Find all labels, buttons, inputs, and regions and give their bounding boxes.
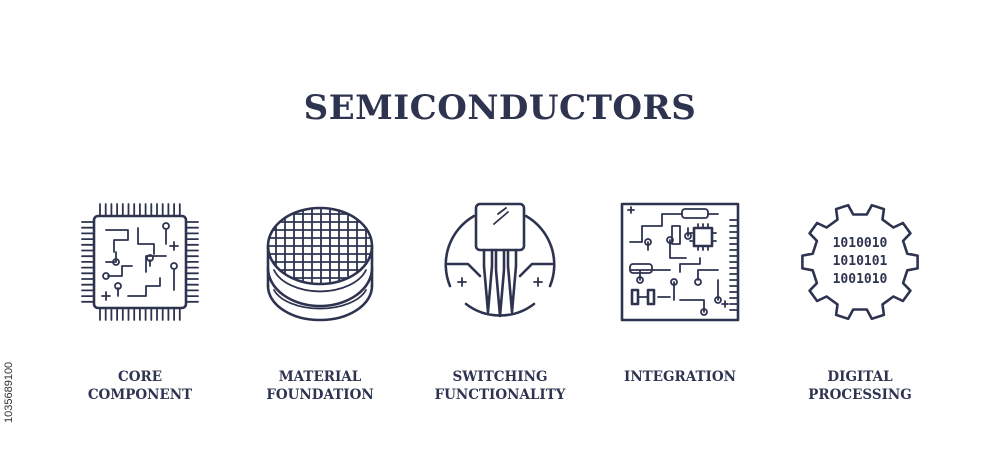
label-material-foundation: MATERIAL FOUNDATION xyxy=(266,369,374,403)
circuit-board-icon xyxy=(618,200,742,324)
label-digital-processing: DIGITAL PROCESSING xyxy=(808,369,912,403)
wafer-stack-icon xyxy=(258,200,382,324)
binary-row-2: 1010101 xyxy=(833,254,888,269)
stock-id-text: 1035689100 xyxy=(3,361,15,423)
label-switching-functionality: SWITCHING FUNCTIONALITY xyxy=(434,369,566,403)
binary-row-1: 1010010 xyxy=(833,236,888,251)
page-title: SEMICONDUCTORS xyxy=(303,88,697,128)
binary-row-3: 1001010 xyxy=(833,272,888,287)
chip-icon xyxy=(78,200,202,324)
binary-gear-icon: 1010010 1010101 1001010 xyxy=(798,200,922,324)
transistor-icon xyxy=(438,200,562,324)
label-integration: INTEGRATION xyxy=(624,369,736,385)
label-core-component: CORE COMPONENT xyxy=(87,369,193,403)
